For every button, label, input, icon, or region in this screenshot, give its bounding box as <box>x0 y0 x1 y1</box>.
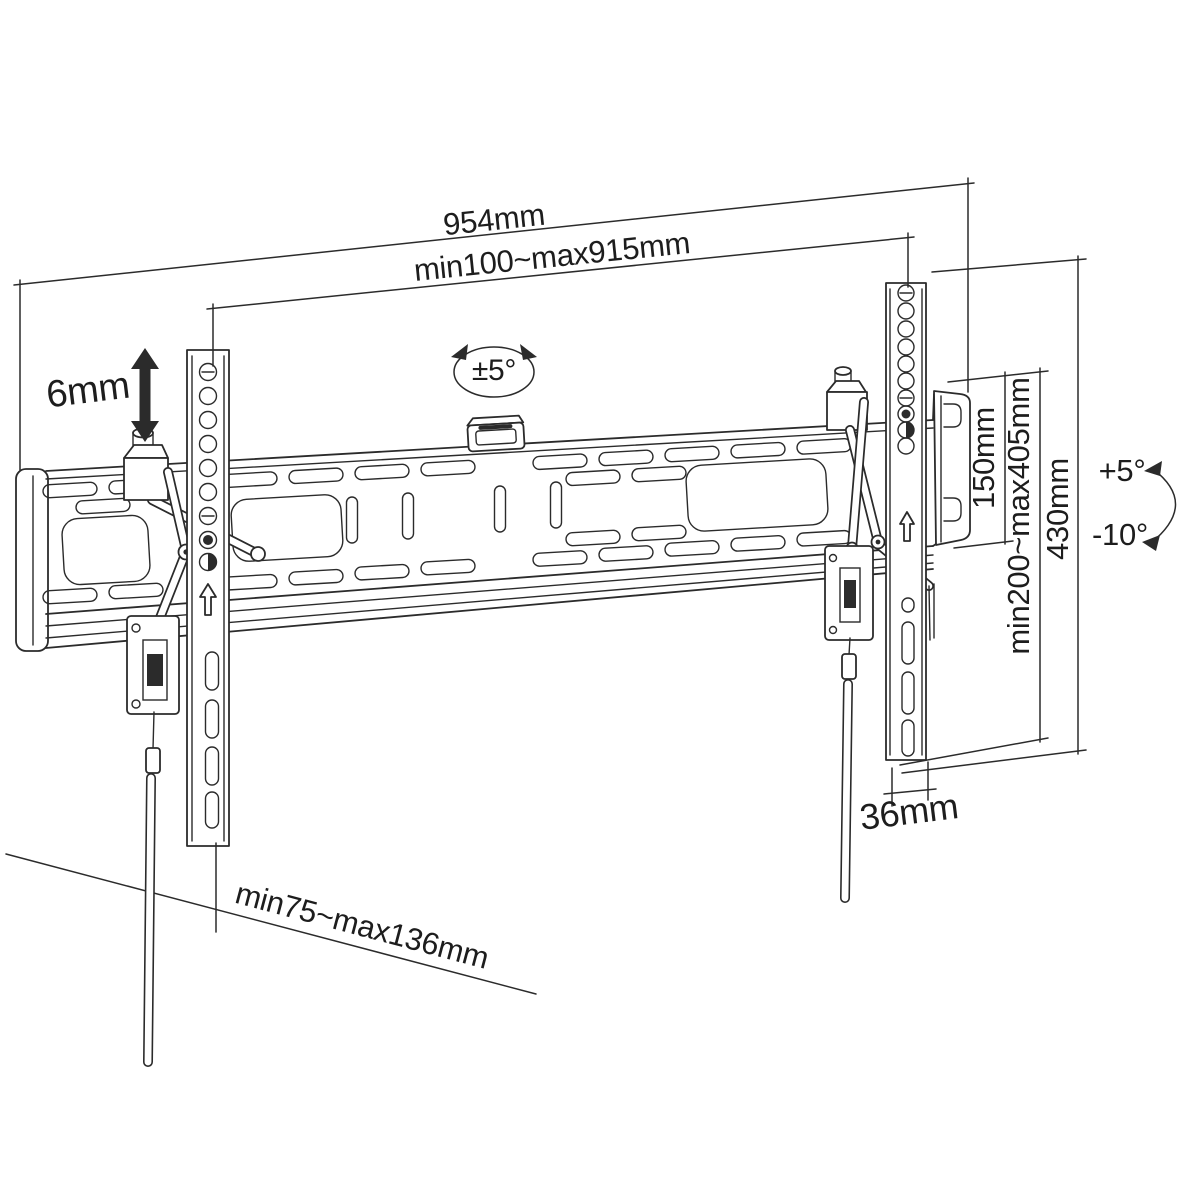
left-strip-holes <box>198 362 218 572</box>
dim-bracket-height <box>901 255 1087 774</box>
label-rail-height: 150mm <box>966 407 1001 509</box>
fine-adjust-arrow <box>131 348 159 442</box>
right-lock-latch <box>824 545 874 641</box>
right-pull-string <box>840 637 857 903</box>
dim-total-width <box>13 177 975 471</box>
up-arrow-icon <box>199 583 217 616</box>
right-strip-holes <box>897 284 915 455</box>
label-tv-height-range: min200~max405mm <box>1001 377 1036 655</box>
label-tilt-down: -10° <box>1091 517 1149 552</box>
label-bracket-height: 430mm <box>1040 458 1075 560</box>
dim-rail-height <box>947 370 1049 549</box>
tilt-range-arc <box>1142 461 1177 551</box>
up-arrow-icon <box>899 511 915 542</box>
rail-cutouts <box>61 458 829 586</box>
dim-wall-distance <box>5 842 537 995</box>
left-pull-string <box>143 711 161 1067</box>
left-lock-latch <box>126 615 180 715</box>
label-level-adjust: ±5° <box>471 354 517 387</box>
rail-right-end-profile <box>932 390 971 547</box>
right-strip-slots <box>901 597 915 757</box>
right-adjust-knob <box>834 366 852 385</box>
left-strip-slots <box>204 651 220 829</box>
right-vesa-strip <box>885 282 927 761</box>
dim-bracket-depth <box>883 761 937 807</box>
right-tilt-mechanism <box>824 366 886 641</box>
dim-tv-height-range <box>899 367 1049 766</box>
rail-slots-bottom <box>42 524 852 605</box>
dimension-lines <box>5 177 1177 995</box>
bubble-level <box>466 414 526 453</box>
label-tilt-up: +5° <box>1098 453 1146 488</box>
rail-vertical-slots <box>345 481 563 544</box>
level-adjust-symbol <box>451 344 537 398</box>
left-vesa-strip <box>186 349 230 847</box>
rail-left-end-cap <box>15 468 49 652</box>
dim-tv-width-range <box>206 232 915 367</box>
